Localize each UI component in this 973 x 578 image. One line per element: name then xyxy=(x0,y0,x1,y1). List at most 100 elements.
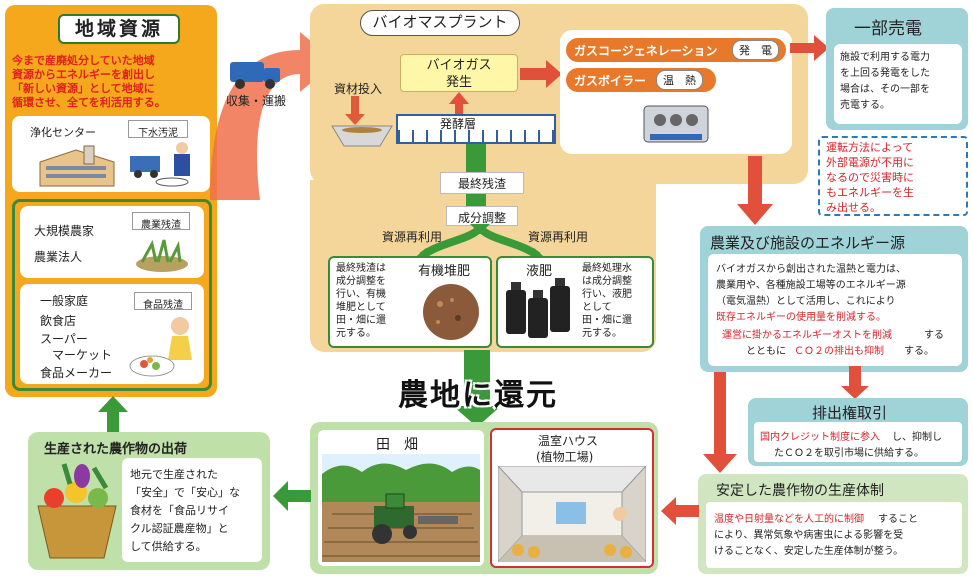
agri-residue-label: 農業残渣 xyxy=(141,220,181,231)
final-residue-box: 最終残渣 xyxy=(440,172,524,194)
purification-center-label: 浄化センター xyxy=(30,126,96,139)
liquid-desc-line: 最終処理水 xyxy=(582,263,632,274)
shipment-desc-line: 食材を「食品リサイ xyxy=(130,504,229,517)
energy-line-4: 既存エネルギーの使用量を削減する。 xyxy=(716,312,886,323)
reuse-right-label: 資源再利用 xyxy=(528,230,589,244)
supermarket-label-2: マーケット xyxy=(52,348,113,362)
compost-desc-line: 最終残渣は xyxy=(336,263,386,274)
crop-residue-icon xyxy=(136,239,188,272)
down-green-stem-1 xyxy=(466,144,486,174)
emission-title: 排出権取引 xyxy=(812,404,888,422)
sewage-sludge-label-box: 下水汚泥 xyxy=(128,120,188,139)
disaster-note xyxy=(818,136,968,216)
transport-label: 収集・運搬 xyxy=(226,94,287,108)
sewage-sludge-label: 下水汚泥 xyxy=(138,128,178,139)
arrow-up-to-resources-icon xyxy=(98,396,128,432)
intro-line-2: 資源からエネルギーを創出し xyxy=(12,68,155,81)
food-residue-label-box: 食品残渣 xyxy=(134,292,192,311)
biogas-right-arrow-icon xyxy=(520,60,562,88)
intro-line-1: 今まで産廃処分していた地域 xyxy=(12,54,155,67)
food-waste-icon xyxy=(129,317,192,377)
down-green-stem-2 xyxy=(466,194,486,206)
household-label: 一般家庭 xyxy=(40,294,89,308)
biogas-line-2: 発生 xyxy=(445,75,472,90)
stable-desc-card xyxy=(706,502,962,568)
shipment-desc-card xyxy=(122,458,262,562)
disaster-desc-line: み出せる。 xyxy=(826,201,881,214)
source-group-frame xyxy=(12,199,212,391)
plant-title-box: バイオマスプラント xyxy=(360,10,520,36)
large-farm-label: 大規模農家 xyxy=(34,224,95,238)
emission-line-1b: し、抑制し xyxy=(892,432,942,443)
compost-description: 最終残渣は成分調整を行い、有機堆肥として田・畑に還元する。 xyxy=(336,262,386,340)
energy-line-1: バイオガスから創出された温熱と電力は、 xyxy=(716,264,906,275)
return-title: 農地に還元 xyxy=(398,378,558,413)
local-resources-title-box: 地域資源 xyxy=(58,14,180,44)
emission-desc-card xyxy=(754,422,962,462)
energy-line-6c: する。 xyxy=(904,346,934,357)
shipment-desc-line: クル認証農産物」と xyxy=(130,522,229,535)
worker-truck-icon xyxy=(130,142,190,187)
liquid-desc-line: は成分調整 xyxy=(582,276,632,287)
energy-line-6a: とともに xyxy=(746,346,786,357)
liquid-fertilizer-title: 液肥 xyxy=(526,264,553,279)
intro-line-4: 循環させ、全てを利活用する。 xyxy=(12,96,166,109)
liquid-desc-line: 行い、液肥 xyxy=(582,289,632,300)
supermarket-label-1: スーパー xyxy=(40,332,88,346)
stable-line-1b: すること xyxy=(878,514,918,525)
greenhouse-title-1: 温室ハウス xyxy=(538,434,599,448)
collection-arrow-icon xyxy=(210,32,336,200)
energy-line-2: 農業用や、各種施設工場等のエネルギー源 xyxy=(716,280,906,291)
restaurant-label: 飲食店 xyxy=(40,314,77,328)
emission-line-1a: 国内クレジット制度に参入 xyxy=(760,432,880,443)
cogeneration-bar: ガスコージェネレーション 発 電 xyxy=(566,38,786,62)
stable-line-2: により、異常気象や病害虫による影響を受 xyxy=(714,530,904,541)
engine-icon xyxy=(643,105,709,143)
plant-title: バイオマスプラント xyxy=(372,13,508,31)
energy-line-6b: ＣＯ２の排出も抑制 xyxy=(794,346,884,357)
sell-desc-line: 売電する。 xyxy=(840,100,890,111)
sell-description: 施設で利用する電力を上回る発電をした場合は、その一部を売電する。 xyxy=(840,50,930,114)
compost-desc-line: 堆肥として xyxy=(336,302,386,313)
stable-line-1a: 温度や日射量などを人工的に制御 xyxy=(714,514,864,525)
liquid-desc-line: 田・畑に還 xyxy=(582,315,632,326)
sell-desc-line: 場合は、その一部を xyxy=(840,84,930,95)
biogas-box: バイオガス 発生 xyxy=(400,54,518,92)
food-maker-label: 食品メーカー xyxy=(40,366,113,380)
material-input-label: 資材投入 xyxy=(334,82,383,96)
to-sell-arrow-icon xyxy=(790,35,829,61)
disaster-description: 運転方法によって外部電源が不用になるので災害時にもエネルギーを生み出せる。 xyxy=(826,140,914,215)
liquid-desc-line: として xyxy=(582,302,612,313)
compost-desc-line: 成分調整を xyxy=(336,276,386,287)
cogeneration-tag: 発 電 xyxy=(732,40,779,60)
liquid-fertilizer-description: 最終処理水は成分調整行い、液肥として田・畑に還元する。 xyxy=(582,262,632,340)
compost-desc-line: 田・畑に還 xyxy=(336,315,386,326)
energy-line-5b: する xyxy=(924,330,944,341)
reuse-left-label: 資源再利用 xyxy=(382,230,443,244)
adjust-label: 成分調整 xyxy=(457,211,506,225)
to-energy-arrow-icon xyxy=(737,156,773,225)
local-resources-title: 地域資源 xyxy=(74,18,163,40)
shipment-desc-line: 「安全」で「安心」な xyxy=(130,486,240,499)
biogas-line-1: バイオガス xyxy=(426,58,492,73)
shipment-desc-line: 地元で生産された xyxy=(130,468,218,481)
truck-icon xyxy=(230,62,280,89)
to-emission-arrow-icon xyxy=(841,366,869,399)
hopper-icon xyxy=(331,125,393,147)
energy-line-5a: 運営に掛かるエネルギーオストを削減 xyxy=(722,330,892,341)
emission-line-2: たＣＯ２を取引市場に供給する。 xyxy=(774,448,924,459)
fermentation-tank-pattern xyxy=(398,130,554,142)
liquid-bottles-icon xyxy=(506,278,570,338)
compost-pile-icon xyxy=(423,284,479,340)
disaster-desc-line: 運転方法によって xyxy=(826,141,914,154)
final-residue-label: 最終残渣 xyxy=(457,177,506,191)
to-stable-arrow-icon xyxy=(703,372,737,473)
field-title: 田 畑 xyxy=(376,437,418,453)
fermentation-label: 発酵層 xyxy=(440,117,477,131)
disaster-desc-line: なるので災害時に xyxy=(826,171,914,184)
disaster-desc-line: 外部電源が不用に xyxy=(826,156,914,169)
sell-desc-line: 施設で利用する電力 xyxy=(840,52,930,63)
greenhouse-title-2: (植物工場) xyxy=(536,450,594,464)
boiler-label: ガスボイラー xyxy=(574,74,647,88)
energy-line-3: （電気温熱）として活用し、これにより xyxy=(716,296,896,307)
